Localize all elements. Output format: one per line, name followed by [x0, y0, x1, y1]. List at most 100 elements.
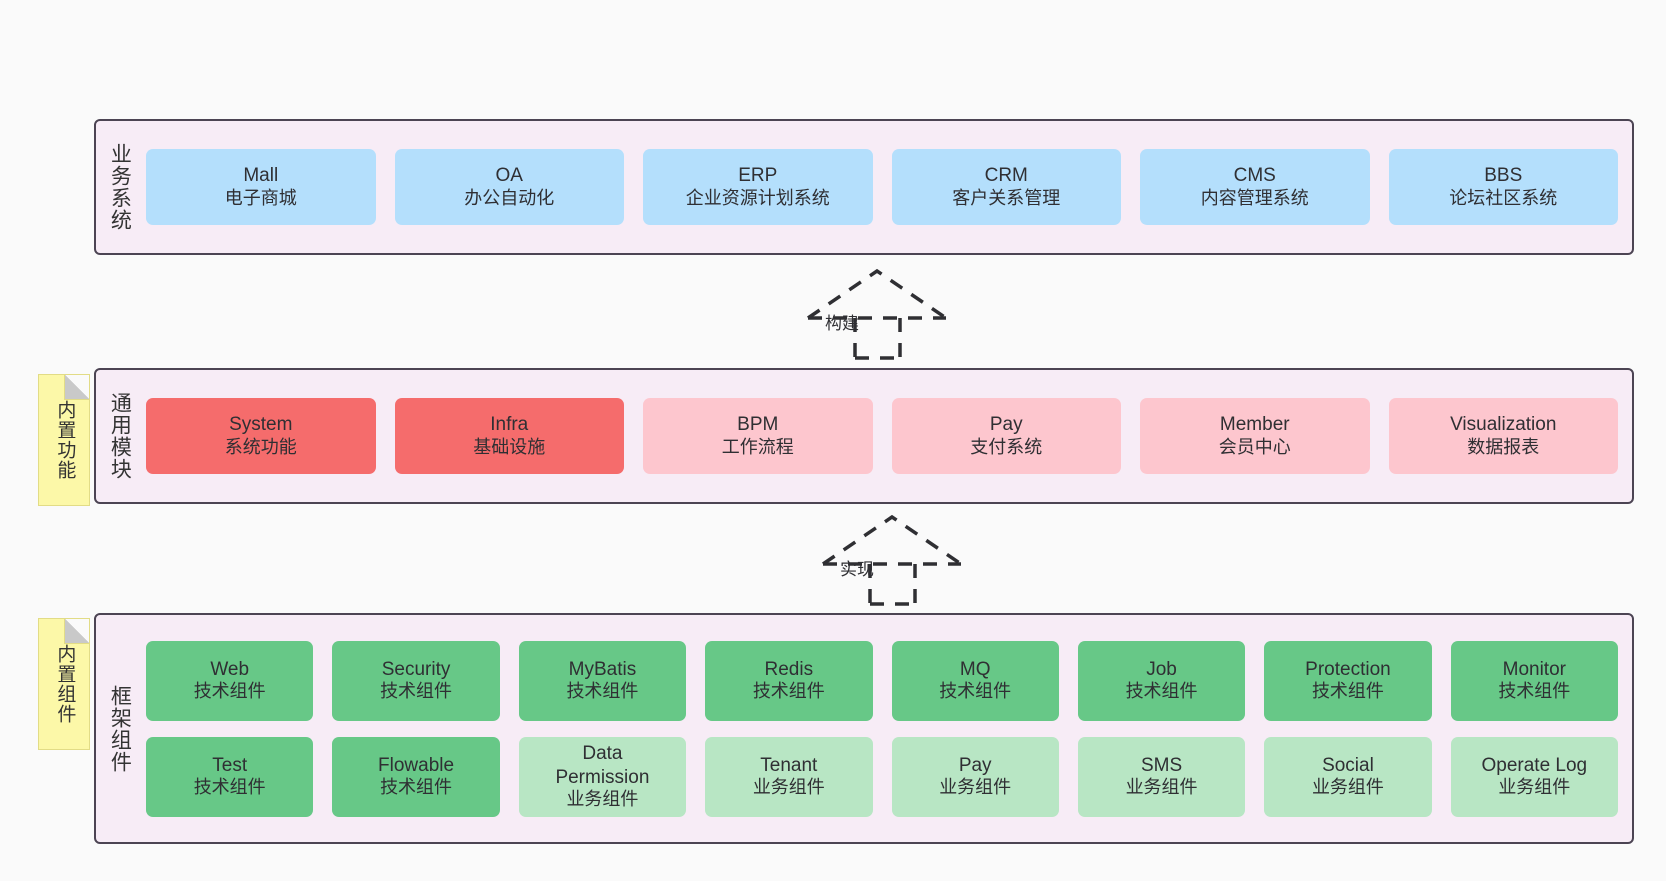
card-title: ERP — [738, 165, 778, 187]
card-cms[interactable]: CMS 内容管理系统 — [1140, 149, 1370, 225]
card-title: Data Permission — [555, 743, 650, 788]
card-subtitle: 电子商城 — [224, 187, 297, 208]
card-web[interactable]: Web 技术组件 — [146, 640, 314, 721]
layer-label-common-modules: 通用模块 — [108, 392, 132, 480]
card-title: MyBatis — [568, 658, 637, 680]
card-redis[interactable]: Redis 技术组件 — [705, 640, 873, 721]
card-job[interactable]: Job 技术组件 — [1077, 640, 1246, 721]
card-title: Pay — [989, 414, 1023, 436]
card-pay[interactable]: Pay 支付系统 — [891, 398, 1121, 474]
connector-implement: 实现 — [810, 508, 980, 606]
card-test[interactable]: Test 技术组件 — [146, 736, 314, 817]
card-subtitle: 技术组件 — [193, 681, 266, 702]
card-title: Job — [1146, 658, 1177, 680]
connector-build: 构建 — [795, 262, 965, 360]
card-subtitle: 技术组件 — [752, 681, 825, 702]
card-member[interactable]: Member 会员中心 — [1140, 398, 1370, 474]
card-title: BPM — [737, 414, 779, 436]
card-subtitle: 客户关系管理 — [952, 187, 1061, 208]
card-operate-log[interactable]: Operate Log 业务组件 — [1450, 736, 1618, 817]
card-title: Operate Log — [1481, 754, 1588, 776]
card-subtitle: 数据报表 — [1467, 436, 1540, 457]
card-subtitle: 内容管理系统 — [1200, 187, 1309, 208]
card-security[interactable]: Security 技术组件 — [332, 640, 500, 721]
card-title: Visualization — [1450, 414, 1557, 436]
card-row: System 系统功能 Infra 基础设施 BPM 工作流程 Pay 支付系统… — [146, 398, 1618, 474]
card-title: Tenant — [760, 754, 818, 776]
card-subtitle: 业务组件 — [1125, 777, 1198, 798]
card-title: Test — [212, 754, 248, 776]
card-monitor[interactable]: Monitor 技术组件 — [1450, 640, 1618, 721]
card-subtitle: 论坛社区系统 — [1449, 187, 1558, 208]
card-data-permission[interactable]: Data Permission 业务组件 — [518, 736, 687, 817]
card-crm[interactable]: CRM 客户关系管理 — [891, 149, 1121, 225]
card-title: BBS — [1484, 165, 1523, 187]
connector-implement-label: 实现 — [840, 560, 874, 579]
layer-framework-components: 框架组件 Web 技术组件 Security 技术组件 MyBatis 技术组件… — [94, 613, 1634, 844]
card-subtitle: 业务组件 — [1498, 777, 1571, 798]
card-title: CMS — [1233, 165, 1276, 187]
card-subtitle: 技术组件 — [1125, 681, 1198, 702]
card-subtitle: 办公自动化 — [464, 187, 555, 208]
card-title: System — [229, 414, 293, 436]
layer-body-common-modules: System 系统功能 Infra 基础设施 BPM 工作流程 Pay 支付系统… — [142, 370, 1632, 502]
card-title: Monitor — [1502, 658, 1566, 680]
card-mq[interactable]: MQ 技术组件 — [891, 640, 1059, 721]
card-title: Member — [1219, 414, 1290, 436]
card-title: SMS — [1140, 754, 1183, 776]
layer-body-framework-components: Web 技术组件 Security 技术组件 MyBatis 技术组件 Redi… — [142, 615, 1632, 842]
note-label: 内置组件 — [54, 644, 76, 724]
card-erp[interactable]: ERP 企业资源计划系统 — [643, 149, 873, 225]
card-oa[interactable]: OA 办公自动化 — [394, 149, 624, 225]
card-subtitle: 会员中心 — [1218, 436, 1291, 457]
card-subtitle: 系统功能 — [224, 436, 297, 457]
card-social[interactable]: Social 业务组件 — [1264, 736, 1432, 817]
note-builtin-components: 内置组件 — [38, 618, 90, 750]
card-title: OA — [495, 165, 523, 187]
card-title: MQ — [959, 658, 991, 680]
card-flowable[interactable]: Flowable 技术组件 — [332, 736, 500, 817]
card-subtitle: 技术组件 — [939, 681, 1012, 702]
card-title: Web — [210, 658, 250, 680]
card-subtitle: 业务组件 — [566, 788, 639, 809]
card-row: Web 技术组件 Security 技术组件 MyBatis 技术组件 Redi… — [146, 640, 1618, 721]
card-title: Redis — [764, 658, 814, 680]
card-mybatis[interactable]: MyBatis 技术组件 — [518, 640, 687, 721]
card-title: Infra — [490, 414, 529, 436]
card-pay-component[interactable]: Pay 业务组件 — [891, 736, 1059, 817]
card-mall[interactable]: Mall 电子商城 — [146, 149, 376, 225]
connector-build-label: 构建 — [825, 314, 859, 333]
card-title: Social — [1322, 754, 1374, 776]
card-subtitle: 业务组件 — [939, 777, 1012, 798]
card-title: Security — [381, 658, 451, 680]
card-subtitle: 技术组件 — [380, 777, 453, 798]
card-infra[interactable]: Infra 基础设施 — [394, 398, 624, 474]
card-sms[interactable]: SMS 业务组件 — [1077, 736, 1246, 817]
card-title: Mall — [243, 165, 279, 187]
card-subtitle: 技术组件 — [193, 777, 266, 798]
card-subtitle: 工作流程 — [721, 436, 794, 457]
layer-label-business-system: 业务系统 — [108, 143, 132, 231]
card-title: Protection — [1305, 658, 1391, 680]
card-visualization[interactable]: Visualization 数据报表 — [1388, 398, 1618, 474]
card-protection[interactable]: Protection 技术组件 — [1264, 640, 1432, 721]
card-bpm[interactable]: BPM 工作流程 — [643, 398, 873, 474]
layer-common-modules: 通用模块 System 系统功能 Infra 基础设施 BPM 工作流程 Pay… — [94, 368, 1634, 504]
layer-body-business-system: Mall 电子商城 OA 办公自动化 ERP 企业资源计划系统 CRM 客户关系… — [142, 121, 1632, 253]
note-label: 内置功能 — [54, 400, 76, 480]
card-system[interactable]: System 系统功能 — [146, 398, 376, 474]
note-builtin-features: 内置功能 — [38, 374, 90, 506]
card-subtitle: 企业资源计划系统 — [685, 187, 830, 208]
card-subtitle: 业务组件 — [752, 777, 825, 798]
card-subtitle: 技术组件 — [1498, 681, 1571, 702]
card-tenant[interactable]: Tenant 业务组件 — [705, 736, 873, 817]
card-row: Mall 电子商城 OA 办公自动化 ERP 企业资源计划系统 CRM 客户关系… — [146, 149, 1618, 225]
card-title: Flowable — [378, 754, 455, 776]
layer-label-framework-components: 框架组件 — [108, 684, 132, 773]
card-subtitle: 支付系统 — [970, 436, 1043, 457]
card-subtitle: 技术组件 — [1311, 681, 1384, 702]
card-bbs[interactable]: BBS 论坛社区系统 — [1388, 149, 1618, 225]
card-row: Test 技术组件 Flowable 技术组件 Data Permission … — [146, 736, 1618, 817]
card-title: CRM — [984, 165, 1028, 187]
